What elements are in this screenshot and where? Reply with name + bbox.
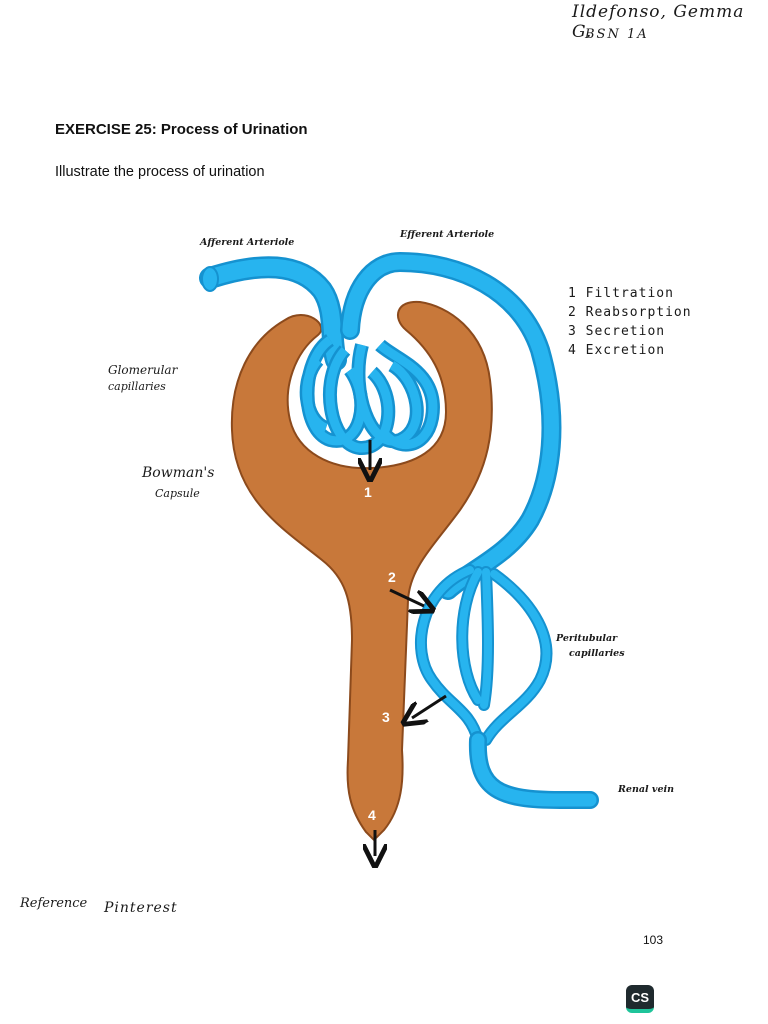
step-reabsorption: 2 Reabsorption xyxy=(568,305,692,320)
glomerular-capillaries xyxy=(299,334,440,455)
label-peritubular-line1: Peritubular xyxy=(555,633,618,644)
student-section: BSN 1A xyxy=(585,27,649,42)
process-arrows xyxy=(370,440,447,856)
marker-2: 2 xyxy=(388,569,396,585)
label-efferent-arteriole: Efferent Arteriole xyxy=(399,229,494,240)
marker-1: 1 xyxy=(364,484,372,500)
label-peritubular-line2: capillaries xyxy=(569,648,625,659)
marker-4: 4 xyxy=(368,807,376,823)
step-filtration: 1 Filtration xyxy=(568,286,674,301)
label-bowmans-line1: Bowman's xyxy=(141,465,214,481)
step-secretion: 3 Secretion xyxy=(568,324,665,339)
bowmans-capsule-tubule xyxy=(230,300,493,842)
reference-label: Reference xyxy=(20,896,88,911)
peritubular-capillaries xyxy=(415,564,553,746)
exercise-title: EXERCISE 25: Process of Urination xyxy=(55,121,308,138)
label-glomerular-line2: capillaries xyxy=(108,380,166,393)
camscanner-logo: CS xyxy=(626,985,654,1013)
label-bowmans-line2: Capsule xyxy=(155,487,200,500)
exercise-instruction: Illustrate the process of urination xyxy=(55,164,265,180)
label-glomerular-line1: Glomerular xyxy=(108,363,179,377)
student-name: Ildefonso, Gemma G. xyxy=(572,2,745,42)
label-renal-vein: Renal vein xyxy=(617,784,674,795)
steps-legend: 1 Filtration 2 Reabsorption 3 Secretion … xyxy=(568,286,692,358)
label-afferent-arteriole: Afferent Arteriole xyxy=(199,237,294,248)
page-number: 103 xyxy=(643,933,664,947)
reference-source: Pinterest xyxy=(104,900,178,916)
step-excretion: 4 Excretion xyxy=(568,343,665,358)
marker-3: 3 xyxy=(382,709,390,725)
